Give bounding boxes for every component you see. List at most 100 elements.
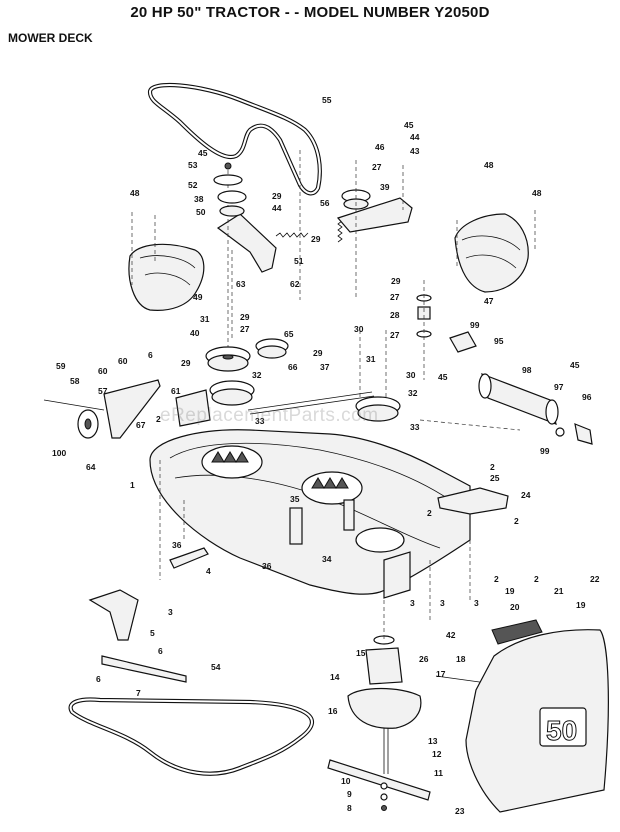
callout-7: 7: [136, 688, 141, 698]
callout-3: 3: [410, 598, 415, 608]
bracket-5: [88, 589, 139, 641]
callout-31: 31: [200, 314, 210, 324]
link-7: [101, 655, 187, 683]
callout-45: 45: [438, 372, 448, 382]
callout-96: 96: [582, 392, 592, 402]
callout-48: 48: [484, 160, 494, 170]
callout-48: 48: [532, 188, 542, 198]
callout-30: 30: [354, 324, 364, 334]
lift-link-57: [43, 379, 161, 439]
upper-belt-55: [147, 82, 322, 196]
callout-38: 38: [194, 194, 204, 204]
callout-6: 6: [148, 350, 153, 360]
anti-scalp-roller-98: [478, 373, 593, 445]
callout-1: 1: [130, 480, 135, 490]
page-title: 20 HP 50" TRACTOR - - MODEL NUMBER Y2050…: [130, 4, 490, 21]
baffle-24: [437, 487, 509, 515]
callout-35: 35: [290, 494, 300, 504]
callout-27: 27: [240, 324, 250, 334]
pulley-32-left: [209, 380, 255, 406]
callout-54: 54: [211, 662, 221, 672]
callout-5: 5: [150, 628, 155, 638]
callout-33: 33: [255, 416, 265, 426]
callout-17: 17: [436, 669, 446, 679]
callout-46: 46: [375, 142, 385, 152]
callout-44: 44: [410, 132, 420, 142]
callout-29: 29: [311, 234, 321, 244]
bracket-4: [169, 547, 209, 569]
callout-21: 21: [554, 586, 564, 596]
watermark: eReplacementParts.com: [160, 405, 379, 426]
callout-60: 60: [98, 366, 108, 376]
callout-29: 29: [391, 276, 401, 286]
bracket-95: [449, 331, 477, 353]
pulley-32-right: [355, 330, 401, 422]
callout-33: 33: [410, 422, 420, 432]
callout-57: 57: [98, 386, 108, 396]
callout-2: 2: [534, 574, 539, 584]
callout-99: 99: [540, 446, 550, 456]
callout-100: 100: [52, 448, 66, 458]
callout-16: 16: [328, 706, 338, 716]
callout-42: 42: [446, 630, 456, 640]
callout-29: 29: [240, 312, 250, 322]
callout-2: 2: [514, 516, 519, 526]
callout-50: 50: [196, 207, 206, 217]
bracket-61: [175, 389, 211, 427]
callout-31: 31: [366, 354, 376, 364]
spacer-stack-28: [416, 280, 432, 380]
spring-56: [275, 232, 309, 238]
callout-29: 29: [272, 191, 282, 201]
callout-59: 59: [56, 361, 66, 371]
callout-14: 14: [330, 672, 340, 682]
callout-58: 58: [70, 376, 80, 386]
callout-6: 6: [158, 646, 163, 656]
callout-60: 60: [118, 356, 128, 366]
callout-51: 51: [294, 256, 304, 266]
pulley-65: [255, 338, 289, 359]
callout-6: 6: [96, 674, 101, 684]
callout-2: 2: [156, 414, 161, 424]
callout-65: 65: [284, 329, 294, 339]
link-rod-66: [247, 391, 375, 415]
callout-61: 61: [171, 386, 181, 396]
callout-27: 27: [390, 330, 400, 340]
callout-12: 12: [432, 749, 442, 759]
callout-18: 18: [456, 654, 466, 664]
callout-98: 98: [522, 365, 532, 375]
callout-34: 34: [322, 554, 332, 564]
callout-19: 19: [505, 586, 515, 596]
callout-20: 20: [510, 602, 520, 612]
belt-cover-47: [454, 210, 536, 293]
callout-63: 63: [236, 279, 246, 289]
callout-30: 30: [406, 370, 416, 380]
callout-11: 11: [434, 768, 443, 778]
callout-8: 8: [347, 803, 352, 813]
callout-45: 45: [570, 360, 580, 370]
belt-cover-49: [128, 212, 205, 311]
callout-19: 19: [576, 600, 586, 610]
callout-43: 43: [410, 146, 420, 156]
callout-26: 26: [419, 654, 429, 664]
callout-2: 2: [494, 574, 499, 584]
section-title: MOWER DECK: [8, 31, 93, 45]
pulley-40: [205, 346, 251, 372]
callout-15: 15: [356, 648, 366, 658]
callout-2: 2: [490, 462, 495, 472]
idler-arm-43: [336, 160, 413, 300]
mower-deck-1: [149, 429, 471, 599]
assembly-lines: [183, 150, 521, 620]
callout-37: 37: [320, 362, 330, 372]
callout-67: 67: [136, 420, 146, 430]
callout-40: 40: [190, 328, 200, 338]
callout-3: 3: [168, 607, 173, 617]
callout-2: 2: [427, 508, 432, 518]
callout-4: 4: [206, 566, 211, 576]
callout-9: 9: [347, 789, 352, 799]
callout-53: 53: [188, 160, 198, 170]
callout-27: 27: [390, 292, 400, 302]
callout-32: 32: [252, 370, 262, 380]
callout-97: 97: [554, 382, 564, 392]
callout-47: 47: [484, 296, 494, 306]
